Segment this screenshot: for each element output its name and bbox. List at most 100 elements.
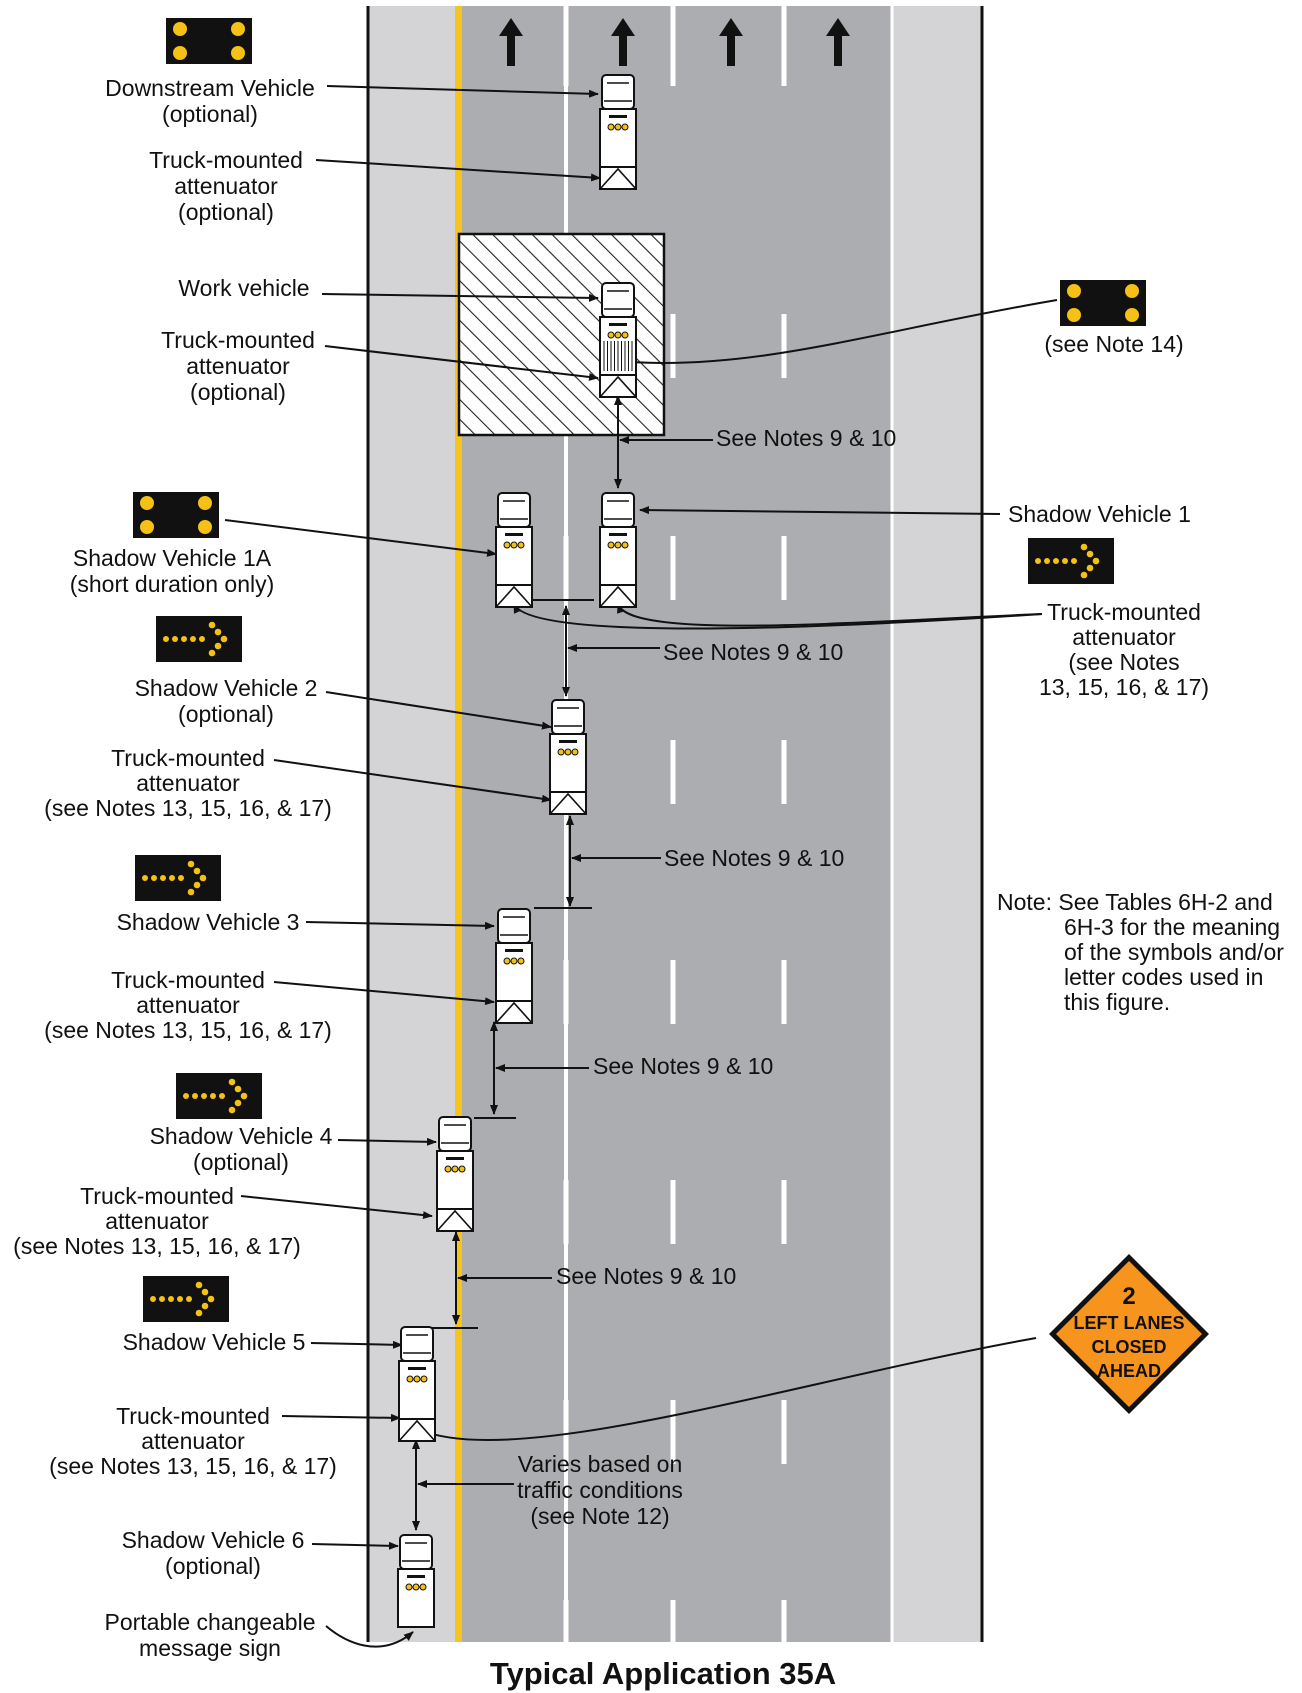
lane-dash [781, 536, 787, 600]
lane-dash [781, 960, 787, 1024]
leader-note14 [629, 299, 1058, 365]
lane-dash [670, 960, 676, 1024]
sign-line-1: 2 [1122, 1283, 1135, 1310]
shadow-vehicle-1a [495, 492, 533, 608]
shadow-vehicle-4 [436, 1116, 474, 1232]
truck-body [397, 1568, 435, 1628]
label-see-note-14: (see Note 14) [1044, 331, 1183, 357]
leader-shadow6 [311, 1541, 399, 1550]
travel-direction-arrows [499, 18, 850, 66]
truck-mounted-attenuator [599, 584, 637, 608]
yellow-edge-line [455, 6, 462, 1642]
sign-line-2: LEFT LANES [1074, 1313, 1185, 1333]
truck-body [398, 1360, 436, 1420]
truck-cab [497, 908, 531, 944]
lane-dash [670, 740, 676, 804]
label-shadow-vehicle-5: Shadow Vehicle 5 [123, 1329, 306, 1355]
truck-mounted-attenuator [495, 584, 533, 608]
flashing-arrow-board-icon [156, 616, 242, 662]
lane-dash [563, 536, 569, 600]
lane-dash [781, 1600, 787, 1642]
up-arrow-icon [719, 18, 743, 66]
lane-dash [563, 1600, 569, 1642]
label-notes-9-10-e: See Notes 9 & 10 [556, 1263, 736, 1289]
leader-work-vehicle [321, 293, 599, 302]
right-shoulder [892, 6, 982, 1642]
leader-pcms [325, 1625, 414, 1648]
leader-tma-sv1-b [617, 603, 1043, 627]
lane-closed-ahead-sign: 2 LEFT LANES CLOSED AHEAD [1049, 1254, 1209, 1414]
label-shadow-vehicle-1: Shadow Vehicle 1 [1008, 501, 1191, 527]
lane-dash [781, 740, 787, 804]
leader-tma-work [324, 345, 599, 381]
sign-line-3: CLOSED [1091, 1337, 1166, 1357]
four-corner-warning-lights-icon [1060, 280, 1146, 326]
leader-shadow1a [224, 519, 497, 557]
sign-diamond-face [1056, 1261, 1202, 1407]
work-vehicle [599, 282, 637, 398]
four-corner-warning-lights-icon [133, 492, 219, 538]
truck-mounted-attenuator [549, 791, 587, 815]
truck-cab [551, 699, 585, 735]
lane-dash [781, 6, 787, 86]
shadow-vehicle-1 [599, 492, 637, 608]
sign-line-4: AHEAD [1097, 1361, 1161, 1381]
truck-mounted-attenuator [436, 1208, 474, 1232]
flashing-arrow-board-icon [143, 1276, 229, 1322]
labels: Downstream Vehicle(optional)Truck-mounte… [13, 75, 1284, 1661]
truck-mounted-attenuator [599, 166, 637, 190]
label-shadow-vehicle-6: Shadow Vehicle 6(optional) [122, 1527, 305, 1579]
up-arrow-icon [499, 18, 523, 66]
leader-shadow4 [337, 1137, 437, 1146]
leader-downstream [326, 85, 599, 98]
shadow-vehicle-6 [397, 1534, 435, 1628]
warning-panels [133, 18, 1146, 1322]
truck-cab [601, 492, 635, 528]
truck-cab [497, 492, 531, 528]
leader-tma-top [315, 159, 601, 182]
downstream-vehicle [599, 74, 637, 190]
truck-body [436, 1150, 474, 1210]
truck-body [599, 108, 637, 168]
shadow-vehicle-2 [549, 699, 587, 815]
truck-body [599, 526, 637, 586]
truck-cab [438, 1116, 472, 1152]
leader-tma-sv5 [281, 1413, 401, 1422]
label-notes-9-10-a: See Notes 9 & 10 [716, 425, 896, 451]
truck-body [549, 733, 587, 793]
figure-title: Typical Application 35A [490, 1656, 836, 1691]
label-work-vehicle: Work vehicle [178, 275, 309, 301]
lane-dash [781, 314, 787, 378]
label-notes-9-10-d: See Notes 9 & 10 [593, 1053, 773, 1079]
lane-dash [781, 1180, 787, 1244]
leaders [224, 85, 1058, 1648]
leader-tma-sv2 [273, 759, 552, 803]
truck-cab [601, 282, 635, 318]
label-shadow-vehicle-1a: Shadow Vehicle 1A(short duration only) [70, 545, 275, 597]
shadow-vehicle-3 [495, 908, 533, 1024]
lane-dash [563, 6, 569, 86]
lane-dash [670, 1400, 676, 1464]
truck-cab [601, 74, 635, 110]
vehicles [397, 74, 637, 1628]
label-notes-9-10-c: See Notes 9 & 10 [664, 845, 844, 871]
truck-body [495, 942, 533, 1002]
truck-mounted-attenuator [599, 374, 637, 398]
label-shadow-vehicle-2: Shadow Vehicle 2(optional) [135, 675, 318, 727]
lane-dash [670, 6, 676, 86]
lane-dash [670, 1600, 676, 1642]
lane-dash [781, 1400, 787, 1464]
lane-line-3 [781, 6, 787, 1642]
lane-dash [670, 536, 676, 600]
lane-dash [670, 314, 676, 378]
leader-shadow3 [305, 921, 495, 930]
